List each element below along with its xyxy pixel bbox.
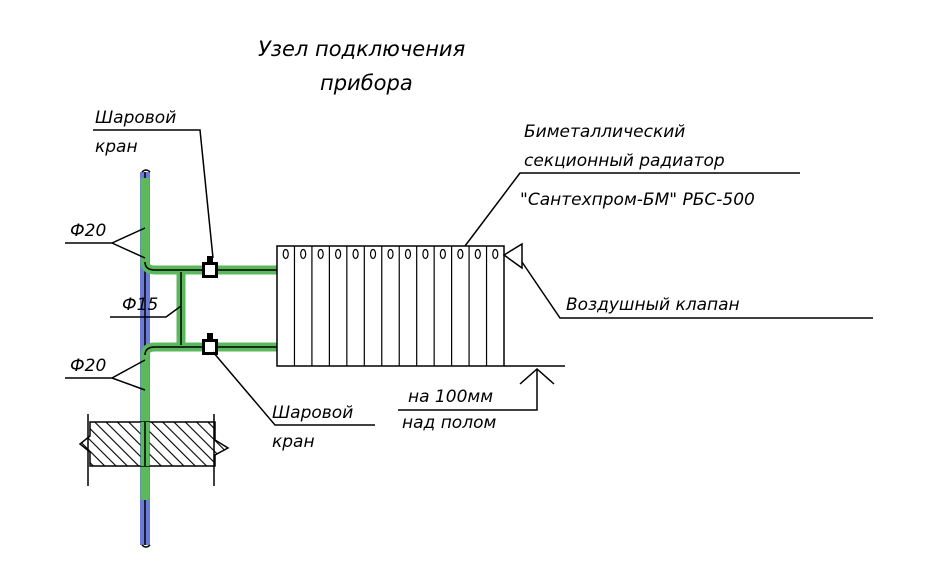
label-ball-valve-top-1: Шаровой [95,108,176,128]
floor-slab [78,414,230,486]
title-line-1: Узел подключения [258,37,465,61]
ball-valve-bottom [202,333,218,355]
radiator-section-nipple [317,248,324,260]
radiator-section-nipple [422,248,429,260]
radiator-section-nipple [387,248,394,260]
radiator-section-nipple [352,248,359,260]
radiator-sections [282,246,499,366]
radiator-section-nipple [457,248,464,260]
radiator-section-nipple [492,248,499,260]
return-branch-pipe [140,342,277,356]
radiator-section-nipple [282,248,289,260]
title-line-2: прибора [320,71,413,95]
label-air-valve: Воздушный клапан [566,295,740,315]
radiator [276,245,505,367]
label-radiator-2: секционный радиатор [524,151,725,171]
radiator-section-nipple [474,248,481,260]
radiator-section-nipple [369,248,377,260]
label-height-1: на 100мм [408,387,493,407]
riser-pipe [140,169,151,548]
leader-lines [65,129,873,426]
label-diameter-top: Ф20 [70,221,106,241]
label-height-2: над полом [402,413,496,433]
ball-valve-top [202,256,218,278]
label-ball-valve-bottom-2: кран [272,432,315,452]
supply-branch-pipe [140,261,277,275]
label-ball-valve-bottom-1: Шаровой [272,403,353,423]
label-ball-valve-top-2: кран [95,137,138,157]
radiator-section-nipple [439,248,446,260]
label-radiator-3: "Сантехпром-БМ" РБС-500 [520,190,755,210]
label-diameter-bottom: Ф20 [70,356,106,376]
radiator-section-nipple [335,248,342,260]
air-valve [502,242,523,270]
label-radiator-1: Биметаллический [524,122,685,142]
radiator-section-nipple [404,248,412,260]
radiator-section-nipple [300,248,307,260]
label-diameter-middle: Ф15 [122,295,158,315]
